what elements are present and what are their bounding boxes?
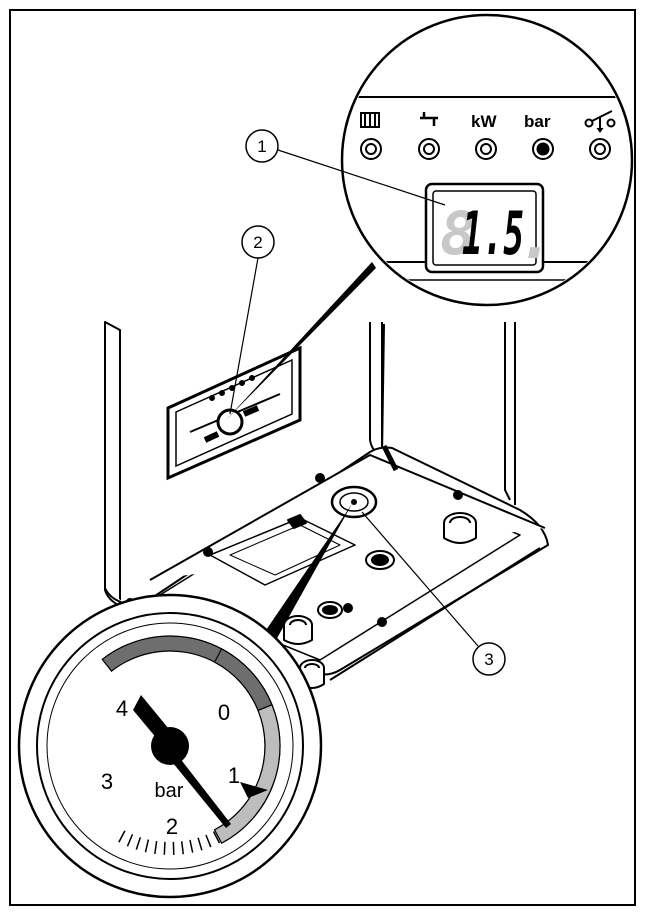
led-hot-water — [418, 138, 440, 160]
display-trailing-dot: . — [518, 203, 554, 273]
pipe-connection-b — [365, 550, 395, 570]
gauge-hatch-tick — [163, 841, 166, 855]
radiator-icon — [360, 112, 380, 128]
gauge-hatch-tick — [118, 830, 126, 843]
gauge-needle — [133, 695, 231, 828]
tap-icon — [420, 112, 438, 126]
gauge-hatch-tick — [126, 834, 134, 847]
gauge-hatch-tick — [212, 831, 221, 844]
gauge-hatch-tick — [205, 834, 212, 848]
switch-icon — [584, 110, 616, 133]
pressure-gauge: 0 1 2 3 4 bar — [17, 593, 323, 899]
gauge-label-3: 3 — [101, 769, 113, 794]
figure-frame — [9, 9, 636, 906]
gauge-label-1: 1 — [228, 763, 240, 788]
indicator-leds — [360, 138, 611, 160]
callout-1: 1 — [245, 129, 446, 206]
indicator-label-bar: bar — [524, 112, 551, 131]
indicator-label-kw: kW — [471, 112, 497, 131]
display-magnifier — [340, 13, 634, 307]
gauge-hatch-tick — [189, 839, 194, 853]
gauge-scale-bands — [101, 635, 281, 844]
pipe-connection-e — [299, 659, 325, 689]
gauge-hatch-tick — [197, 837, 203, 851]
gauge-label-2: 2 — [166, 814, 178, 839]
control-panel — [166, 345, 302, 481]
gauge-band-light — [213, 704, 281, 844]
gauge-hatch-tick — [144, 839, 150, 853]
callout-3: 3 — [361, 511, 506, 676]
pressure-display: 8 1.5 . — [424, 182, 554, 274]
pipe-connection-a — [443, 512, 477, 544]
led-power — [475, 138, 497, 160]
magnifier-pointer-bottom — [262, 504, 352, 640]
pipe-connection-d — [317, 601, 343, 619]
display-digit-dim: 8 — [440, 199, 476, 269]
gauge-label-4: 4 — [116, 696, 128, 721]
callout-2: 2 — [229, 225, 275, 415]
gauge-unit-label: bar — [155, 780, 184, 802]
led-heating — [360, 138, 382, 160]
callout-1-label: 1 — [257, 137, 266, 156]
display-digits: 1.5 — [462, 199, 524, 269]
led-pressure — [532, 138, 554, 160]
led-switch — [589, 138, 611, 160]
callout-3-label: 3 — [484, 650, 493, 669]
gauge-port — [330, 485, 378, 519]
magnifier-pointer-top — [226, 262, 376, 420]
gauge-hatch-tick — [154, 840, 158, 855]
gauge-hatch-tick — [180, 841, 185, 855]
gauge-label-0: 0 — [218, 700, 230, 725]
gauge-hatch-tick — [135, 837, 142, 850]
callout-2-label: 2 — [253, 233, 262, 252]
gauge-hatch-zone — [118, 830, 221, 855]
gauge-min-marker — [240, 782, 268, 798]
pipe-connection-c — [283, 615, 313, 645]
